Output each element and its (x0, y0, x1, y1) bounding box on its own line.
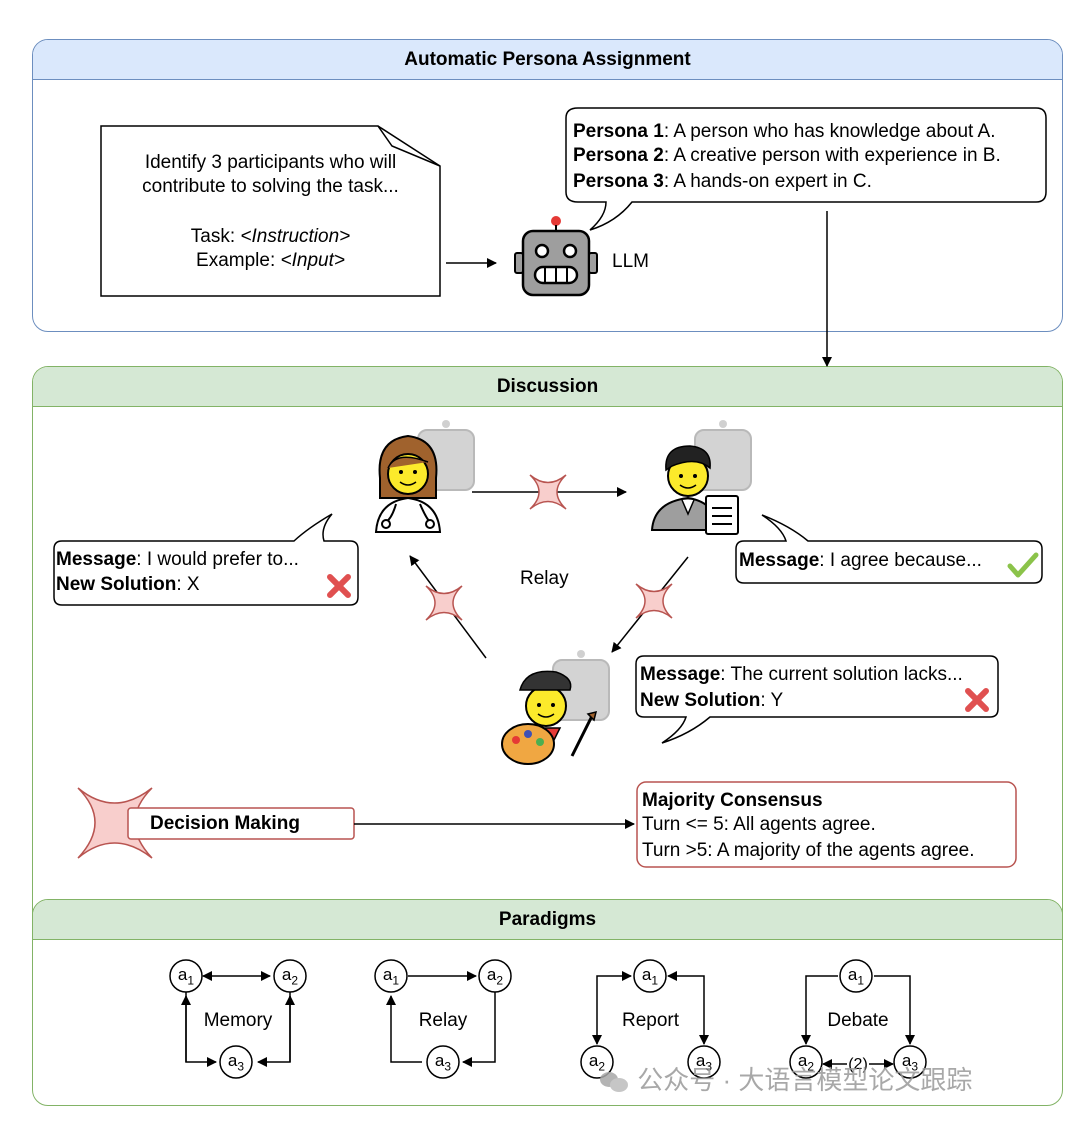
paradigm-node-a1: a1 (177, 965, 195, 988)
paradigm-node-a3: a3 (901, 1051, 919, 1074)
paradigm-report-label: Report (621, 1010, 680, 1031)
consensus-line-2: Turn >5: A majority of the agents agree. (642, 840, 975, 861)
doctor-agent-icon (374, 434, 442, 533)
wechat-icon (600, 1070, 630, 1094)
bottom-solution-text: New Solution: Y (640, 690, 784, 711)
discussion-panel: Discussion (32, 366, 1063, 926)
paradigm-node-a2: a2 (486, 965, 504, 988)
consensus-line-1: Turn <= 5: All agents agree. (642, 814, 876, 835)
paradigm-node-a2: a2 (588, 1051, 606, 1074)
bottom-message-bubble (635, 655, 999, 744)
paradigm-node-a1: a1 (847, 965, 865, 988)
persona-bubble (565, 107, 1047, 231)
prompt-note (100, 125, 441, 297)
paradigm-node-a3: a3 (695, 1051, 713, 1074)
paradigm-node-a1: a1 (382, 965, 400, 988)
relay-label: Relay (520, 568, 569, 589)
right-message-bubble (735, 514, 1043, 584)
artist-agent-icon (501, 670, 598, 765)
persona-3: Persona 3: A hands-on expert in C. (573, 171, 872, 192)
paradigms-panel: Paradigms (32, 899, 1063, 1106)
debate-edge-label: (2) (848, 1056, 868, 1073)
prompt-line-2: contribute to solving the task... (142, 176, 399, 197)
paradigm-relay-label: Relay (418, 1010, 468, 1031)
persona-assignment-title: Automatic Persona Assignment (33, 40, 1062, 80)
consensus-title: Majority Consensus (642, 790, 823, 811)
decision-star-icon (77, 787, 153, 859)
paradigm-node-a2: a2 (281, 965, 299, 988)
paradigm-nodes (169, 959, 927, 1079)
office-agent-icon (650, 445, 739, 535)
paradigm-memory-label: Memory (203, 1010, 273, 1031)
task-line: Task: <Instruction> (190, 226, 351, 247)
persona-1: Persona 1: A person who has knowledge ab… (573, 121, 996, 142)
left-message-bubble (53, 513, 359, 606)
discussion-title: Discussion (33, 367, 1062, 407)
paradigm-node-a1: a1 (641, 965, 659, 988)
task-value: <Instruction> (240, 226, 351, 247)
paradigms-title: Paradigms (33, 900, 1062, 940)
persona-2: Persona 2: A creative person with experi… (573, 145, 1001, 166)
consensus-box (636, 781, 1017, 868)
robot-icon (514, 216, 598, 297)
persona-assignment-panel: Automatic Persona Assignment (32, 39, 1063, 332)
paradigm-node-a2: a2 (797, 1051, 815, 1074)
right-message-text: Message: I agree because... (739, 550, 982, 571)
paradigm-node-a3: a3 (227, 1051, 245, 1074)
paradigm-debate-label: Debate (827, 1010, 889, 1031)
check-icon (1007, 552, 1039, 578)
prompt-line-1: Identify 3 participants who will (144, 152, 397, 173)
paradigm-node-a3: a3 (434, 1051, 452, 1074)
left-solution-text: New Solution: X (56, 574, 200, 595)
decision-making-label: Decision Making (150, 813, 300, 834)
example-line: Example: <Input> (196, 250, 345, 271)
left-message-text: Message: I would prefer to... (56, 549, 299, 570)
cross-icon (327, 574, 989, 712)
example-value: <Input> (280, 250, 345, 271)
llm-label: LLM (612, 251, 649, 272)
relay-star-icon (425, 474, 673, 621)
bottom-message-text: Message: The current solution lacks... (640, 664, 963, 685)
watermark: 公众号 · 大语言模型论文跟踪 (600, 1064, 972, 1096)
